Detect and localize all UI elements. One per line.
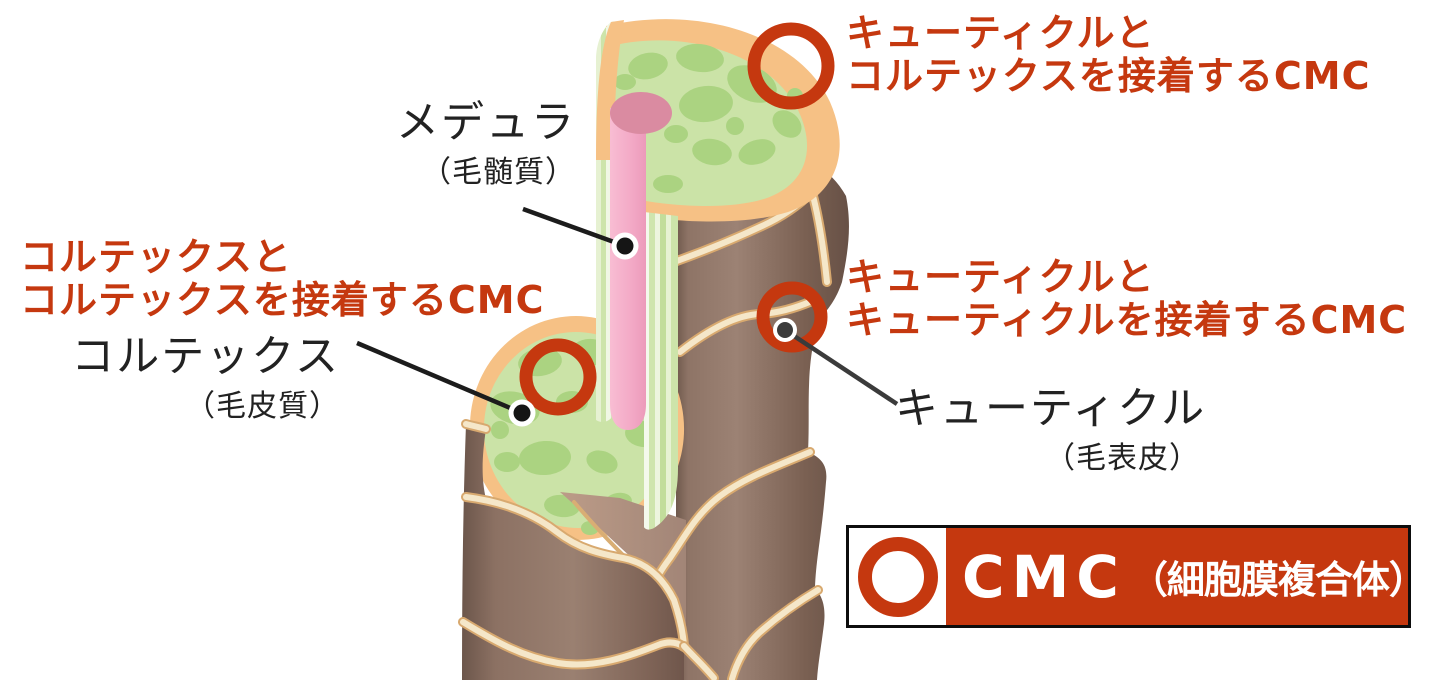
cortex-cell-blobs xyxy=(614,43,803,193)
medulla-top-cap xyxy=(610,92,672,134)
cmc-ring-icon xyxy=(857,536,938,617)
leader-line-cuticle xyxy=(773,318,899,406)
callout-cuticle-cuticle-cmc: キューティクルと キューティクルを接着するCMC xyxy=(846,256,1407,342)
cortex-cut-face-right xyxy=(644,212,678,530)
pointer-dot xyxy=(777,322,793,338)
callout-cortex-cortex-cmc: コルテックスと コルテックスを接着するCMC xyxy=(20,236,544,322)
cuticle-layer-right xyxy=(674,143,849,680)
legend-full-name: （細胞膜複合体） xyxy=(1129,558,1427,602)
legend-abbr: CMC xyxy=(962,542,1126,611)
cortex-reading: （毛皮質） xyxy=(185,389,340,424)
cuticle-reading: （毛表皮） xyxy=(1045,441,1200,476)
pointer-dot xyxy=(513,404,531,422)
cmc-ring-icon-cortex-cortex xyxy=(519,338,597,416)
leader-line-cortex xyxy=(356,340,536,427)
leader-line-medulla xyxy=(522,206,639,260)
callout-line2: コルテックスを接着するCMC xyxy=(20,278,545,322)
callout-line1: コルテックスと xyxy=(20,235,292,279)
medulla-reading: （毛髄質） xyxy=(421,155,576,190)
cmc-legend-box: CMC （細胞膜複合体） xyxy=(846,525,1427,628)
legend-body: CMC （細胞膜複合体） xyxy=(946,528,1427,625)
cuticle-rim-edge xyxy=(596,20,624,160)
callout-line2: キューティクルを接着するCMC xyxy=(846,298,1408,342)
cuticle-name: キューティクル xyxy=(895,384,1207,434)
medulla-label: メデュラ （毛髄質） xyxy=(280,100,576,190)
cuticle-label: キューティクル （毛表皮） xyxy=(895,384,1207,476)
pointer-dot xyxy=(616,237,634,255)
callout-line1: キューティクルと xyxy=(846,255,1155,299)
cuticle-layer-left xyxy=(462,424,818,680)
callout-cuticle-cortex-cmc: キューティクルと コルテックスを接着するCMC xyxy=(846,12,1370,98)
medulla-name: メデュラ xyxy=(396,98,576,148)
cmc-ring-icon-cuticle-cuticle xyxy=(756,281,828,353)
cortex-name: コルテックス xyxy=(71,332,340,382)
legend-ring-cell xyxy=(849,528,946,625)
cortex-label: コルテックス （毛皮質） xyxy=(55,334,340,424)
cmc-ring-icon-cuticle-cortex xyxy=(747,22,835,110)
medulla-rod xyxy=(610,92,672,430)
callout-line1: キューティクルと xyxy=(846,11,1155,55)
callout-line2: コルテックスを接着するCMC xyxy=(846,54,1371,98)
